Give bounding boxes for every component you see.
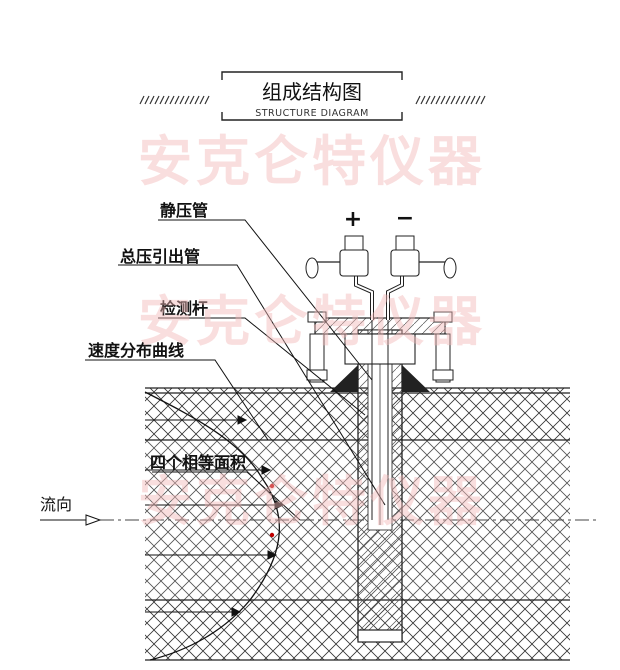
leader-lines — [85, 219, 386, 521]
weld-left — [330, 365, 358, 392]
header-bracket-top — [221, 71, 403, 80]
label-static-pressure-tube: 静压管 — [160, 201, 208, 220]
polarity-plus-label: + — [344, 207, 362, 232]
label-velocity-curve: 速度分布曲线 — [88, 341, 184, 360]
label-flow-direction: 流向 — [40, 495, 72, 514]
leader-four-areas — [152, 471, 301, 521]
leader-total-pressure — [118, 264, 386, 506]
velocity-profile — [144, 391, 285, 661]
page-subtitle: STRUCTURE DIAGRAM — [255, 108, 369, 119]
header-deco-left — [139, 95, 210, 105]
watermark-3: 安克仑特仪器 — [138, 470, 486, 533]
leader-static-pressure — [158, 219, 373, 381]
watermark-2: 安克仑特仪器 — [138, 290, 486, 353]
probe-assembly: + − — [305, 206, 457, 643]
weld-right — [402, 365, 430, 392]
label-four-equal-areas: 四个相等面积 — [150, 453, 246, 472]
header-deco-right — [415, 95, 486, 105]
valve-plus — [305, 235, 369, 279]
label-probe-rod: 检测杆 — [160, 299, 208, 318]
watermark-1: 安克仑特仪器 — [138, 130, 486, 193]
header-bracket-bottom — [221, 112, 403, 121]
flow-arrow-icon — [85, 514, 102, 526]
page-title: 组成结构图 — [262, 80, 362, 104]
header: 组成结构图 STRUCTURE DIAGRAM — [139, 71, 486, 121]
velocity-curve — [144, 391, 281, 661]
flow-direction: 流向 — [40, 495, 102, 526]
watermarks: 安克仑特仪器 安克仑特仪器 安克仑特仪器 — [138, 130, 486, 533]
polarity-minus-label: − — [396, 206, 414, 231]
leader-probe-rod — [158, 317, 366, 416]
label-total-pressure-outlet: 总压引出管 — [120, 247, 200, 266]
valve-minus — [390, 235, 457, 279]
leader-velocity-curve — [85, 359, 269, 441]
bolt-left — [306, 311, 328, 383]
bolt-right — [432, 311, 454, 383]
